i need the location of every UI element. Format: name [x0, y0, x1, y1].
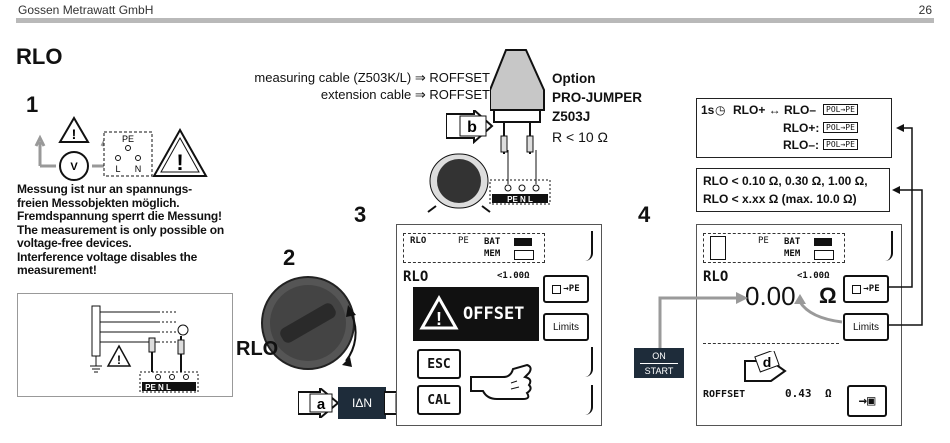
step-3-number: 3 — [354, 202, 367, 227]
timer-icon: ◷ — [715, 103, 726, 117]
svg-text:!: ! — [117, 353, 121, 367]
svg-text:L: L — [115, 164, 120, 174]
limits-button[interactable]: Limits — [543, 313, 589, 341]
rotary-dial[interactable] — [260, 275, 380, 385]
offset-banner: ! OFFSET — [413, 287, 539, 341]
svg-text:V: V — [70, 161, 78, 173]
step-1-illustration: ! V PE L N ! — [34, 116, 208, 181]
lcd4-range: <1.00Ω — [797, 271, 830, 281]
extension-cable-note: extension cable ⇒ ROFFSET — [320, 87, 490, 102]
svg-text:!: ! — [436, 309, 442, 329]
socket-icon: PE L N — [103, 131, 153, 177]
save-button[interactable]: →▣ — [847, 385, 887, 417]
option-text: Option PRO-JUMPER Z503J R < 10 Ω — [552, 71, 643, 145]
memory-icon — [514, 250, 534, 260]
lcd4-function-label: RLO — [703, 269, 729, 285]
limits-button[interactable]: Limits — [843, 313, 889, 341]
key-a-arrow: a — [298, 388, 340, 418]
svg-text:PE N L: PE N L — [507, 195, 533, 204]
svg-text:PE N L: PE N L — [145, 383, 171, 392]
svg-text:!: ! — [176, 150, 183, 175]
roffset-value: 0.43 — [785, 387, 812, 400]
battery-icon — [514, 238, 532, 246]
warning-icon: ! — [419, 294, 459, 330]
page-title: RLO — [16, 44, 63, 69]
lcd3-status-bar: RLO PE BAT MEM — [403, 233, 545, 263]
warning-small-icon: ! — [58, 116, 90, 143]
key-b-arrow: b — [446, 110, 494, 144]
key-d-icon: d — [744, 351, 787, 382]
idn-key[interactable]: IΔN — [338, 387, 386, 419]
header-rule — [16, 18, 934, 23]
pe-test-button[interactable]: →PE — [543, 275, 589, 303]
esc-button[interactable]: ESC — [417, 349, 461, 379]
step-1-number: 1 — [26, 92, 39, 117]
lcd4-status-bar: PE BAT MEM — [703, 233, 845, 263]
svg-text:a: a — [317, 396, 326, 413]
battery-icon — [814, 238, 832, 246]
cable-notes: measuring cable (Z503K/L) ⇒ ROFFSET exte… — [250, 69, 490, 103]
step-1-text: Messung ist nur an spannungs- freien Mes… — [17, 182, 225, 277]
page-number: 26 — [918, 3, 932, 17]
svg-text:PE: PE — [122, 134, 134, 144]
limit-info-box: RLO < 0.10 Ω, 0.30 Ω, 1.00 Ω, RLO < x.xx… — [696, 168, 890, 212]
test-probe: PE N L — [427, 150, 551, 213]
polarity-info-box: 1s ◷ RLO+ ↔ RLO– POL→PE RLO+: POL→PE RLO… — [696, 98, 892, 158]
step-2-number: 2 — [283, 245, 296, 270]
svg-text:d: d — [763, 354, 772, 370]
lcd3-range: <1.00Ω — [497, 271, 530, 281]
wiring-diagram-box: ! PE N L — [17, 293, 233, 397]
svg-text:N: N — [135, 164, 142, 174]
voltmeter-icon: V — [59, 151, 89, 181]
dial-label: RLO — [236, 338, 279, 360]
on-start-key[interactable]: ON START — [634, 348, 684, 378]
measuring-cable-note: measuring cable (Z503K/L) ⇒ ROFFSET — [254, 70, 490, 85]
pointing-hand-icon — [470, 363, 532, 400]
lcd3-function-label: RLO — [403, 269, 429, 285]
step-4-number: 4 — [638, 202, 651, 227]
lcd-screen-step-3: RLO PE BAT MEM RLO <1.00Ω ! OFFSET ESC C… — [396, 224, 602, 426]
measured-value: 0.00 — [745, 281, 796, 311]
lcd-screen-step-4: PE BAT MEM RLO <1.00Ω 0.00 Ω d ROFFSET 0… — [696, 224, 902, 426]
svg-text:b: b — [467, 119, 477, 136]
probe-icon — [710, 236, 726, 260]
pe-test-button[interactable]: →PE — [843, 275, 889, 303]
svg-text:!: ! — [72, 126, 77, 142]
pro-jumper-probe — [490, 49, 545, 154]
roffset-unit: Ω — [825, 387, 832, 400]
roffset-label: ROFFSET — [703, 389, 746, 400]
company-name: Gossen Metrawatt GmbH — [18, 3, 154, 17]
memory-icon — [814, 250, 834, 260]
warning-large-icon: ! — [152, 127, 208, 177]
cal-button[interactable]: CAL — [417, 385, 461, 415]
measured-unit: Ω — [819, 283, 837, 308]
